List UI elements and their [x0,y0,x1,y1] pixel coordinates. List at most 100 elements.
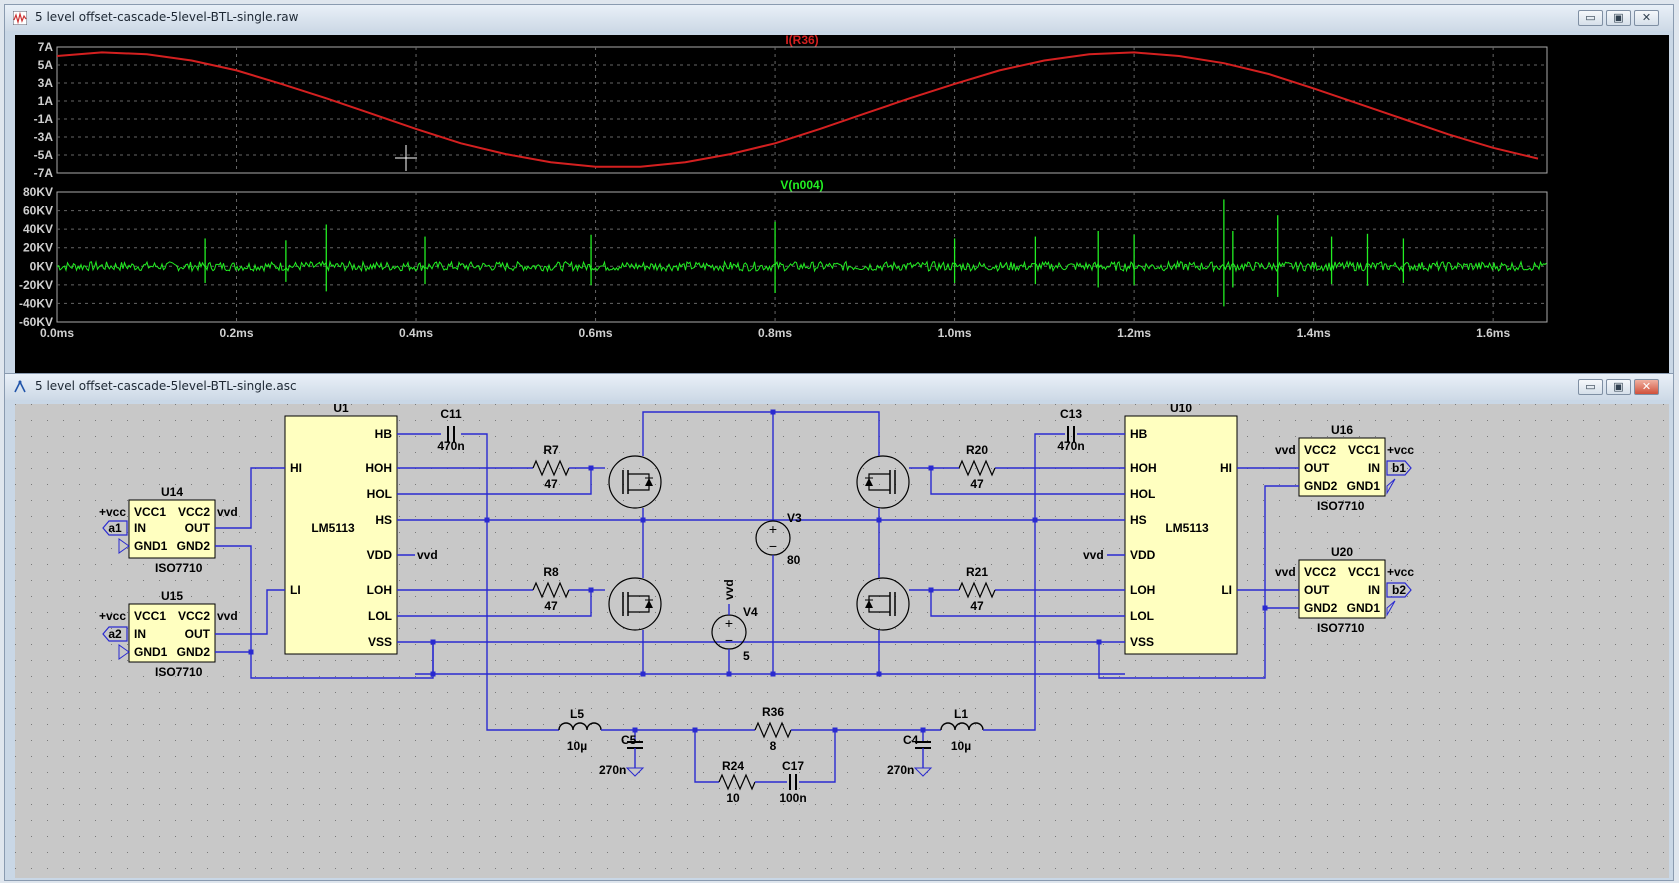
ic-pin-label: VCC1 [1348,443,1380,457]
mosfet-q1 [608,455,662,509]
schematic-titlebar[interactable]: 5 level offset-cascade-5level-BTL-single… [5,374,1673,400]
component-label: 10µ [567,739,587,753]
ic-pin-label: IN [134,521,146,535]
source-plus: + [769,521,777,537]
source-minus: − [725,632,733,648]
port-flag-label: b1 [1392,461,1406,475]
ic-pin-label: GND1 [1347,601,1381,615]
y-tick-label: 7A [38,40,54,54]
component-label: V3 [787,511,802,525]
component-label: 5 [743,649,750,663]
maximize-icon: ▣ [1613,11,1624,24]
close-button[interactable]: ✕ [1634,10,1659,26]
ic-part-label: ISO7710 [155,561,203,575]
y-tick-label: 3A [38,76,54,90]
ic-pin-label: VCC2 [1304,565,1336,579]
port-flag-b1: b1 [1386,460,1412,476]
resistor-R24 [718,773,756,791]
ic-pin-label: LOL [368,609,392,623]
wire [215,467,285,529]
component-label: C5 [621,733,637,747]
ic-pin-label: GND1 [1347,479,1381,493]
maximize-button[interactable]: ▣ [1606,10,1631,26]
fet-diode [645,478,653,486]
schematic-window[interactable]: 5 level offset-cascade-5level-BTL-single… [4,373,1674,881]
fet-diode [645,600,653,608]
net-label-vvd: vvd [1275,565,1296,579]
component-label: L1 [954,707,968,721]
schematic-grid [15,404,1669,878]
minimize-icon: ▭ [1585,11,1596,24]
y-tick-label: -20KV [19,278,53,292]
port-flag-shape [102,626,128,642]
waveform-window[interactable]: 5 level offset-cascade-5level-BTL-single… [4,4,1674,375]
series-line-i-r36 [56,51,1539,168]
mosfet-q4 [856,577,910,631]
component-label: C4 [903,733,919,747]
port-flag-b2: b2 [1386,582,1412,598]
plot-title: I(R36) [785,35,818,47]
net-label-vcc: +vcc [1387,565,1414,579]
y-tick-label: 5A [38,58,54,72]
ic-pin-label: GND2 [1304,479,1338,493]
schematic-window-title: 5 level offset-cascade-5level-BTL-single… [35,379,297,393]
component-label: L5 [570,707,584,721]
component-label: R20 [966,443,988,457]
ic-pin-label: GND2 [177,539,211,553]
ic-pin-label: IN [1368,583,1380,597]
close-icon: ✕ [1641,380,1652,393]
ic-pin-label: HB [375,427,393,441]
ic-u1 [284,415,398,655]
capacitor-C11 [447,426,455,442]
gnd-triangle [1386,600,1396,617]
plot-title: V(n004) [780,178,823,192]
fet-body [608,577,662,631]
ic-pin-label: IN [134,627,146,641]
x-tick-label: 0.4ms [399,326,433,340]
ic-u15 [128,603,216,663]
ic-pin-label: LI [1221,583,1232,597]
wire [1264,485,1299,608]
x-tick-label: 1.6ms [1476,326,1510,340]
ground-symbol [913,767,933,777]
x-tick-label: 0.8ms [758,326,792,340]
wire [799,730,836,783]
component-label: 47 [544,477,558,491]
maximize-button[interactable]: ▣ [1606,379,1631,395]
ic-pin-label: IN [1368,461,1380,475]
ic-pin-label: GND2 [1304,601,1338,615]
minimize-button[interactable]: ▭ [1578,10,1603,26]
inductor-L5 [558,722,602,731]
y-tick-label: 80KV [23,185,53,199]
ic-ref-label: U16 [1331,423,1353,437]
ic-u10 [1124,415,1238,655]
schematic-svg[interactable]: U1HILIHBHOHHOLHSVDDLOHLOLVSSLM5113U10HBH… [15,401,1669,878]
port-flag-label: b2 [1392,583,1406,597]
close-button[interactable]: ✕ [1634,379,1659,395]
y-tick-label: 1A [38,94,54,108]
ic-pin-label: GND1 [134,539,168,553]
waveform-svg[interactable]: I(R36)7A5A3A1A-1A-3A-5A-7AV(n004)80KV60K… [15,33,1669,375]
ic-pin-label: VCC1 [1348,565,1380,579]
plot-frame [56,46,1548,174]
inductor-L1 [940,722,984,731]
ic-part-label: ISO7710 [155,665,203,679]
component-label: V4 [743,605,758,619]
minimize-button[interactable]: ▭ [1578,379,1603,395]
x-tick-label: 1.4ms [1297,326,1331,340]
wire [694,730,719,783]
component-label: 270n [599,763,626,777]
close-icon: ✕ [1641,11,1652,24]
resistor-R7 [532,459,570,477]
waveform-titlebar[interactable]: 5 level offset-cascade-5level-BTL-single… [5,5,1673,31]
ic-ref-label: U15 [161,589,183,603]
wire [1034,433,1065,520]
capacitor-C17 [789,774,797,790]
x-tick-label: 0.2ms [220,326,254,340]
component-label: 470n [437,439,464,453]
component-label: C13 [1060,407,1082,421]
ic-pin-label: VCC2 [178,609,210,623]
ic-part-label: ISO7710 [1317,621,1365,635]
